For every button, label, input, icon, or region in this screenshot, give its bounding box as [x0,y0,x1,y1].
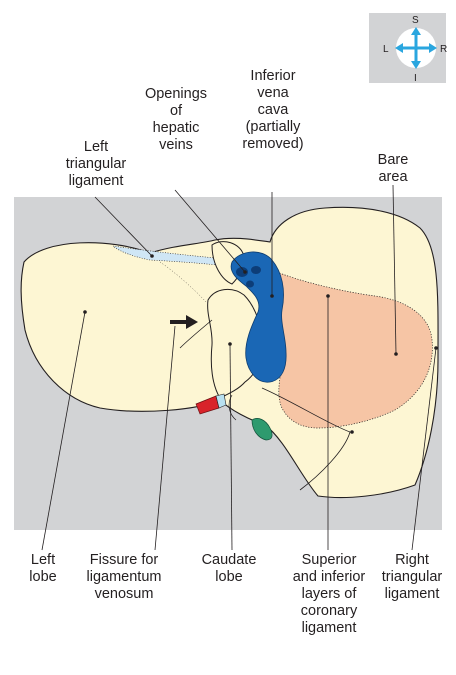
label-bare-area: Bare area [368,152,418,186]
compass-s: S [412,15,419,26]
compass-r: R [440,44,447,55]
label-fissure-ligamentum-venosum: Fissure for ligamentum venosum [76,552,172,603]
label-coronary-ligament-layers: Superior and inferior layers of coronary… [286,552,372,637]
label-left-triangular-ligament: Left triangular ligament [60,139,132,190]
orientation-compass: S L R I [369,13,447,84]
label-inferior-vena-cava: Inferior vena cava (partially removed) [233,68,313,153]
label-caudate-lobe: Caudate lobe [191,552,267,586]
label-openings-hepatic-veins: Openings of hepatic veins [134,86,218,154]
label-right-triangular-ligament: Right triangular ligament [373,552,451,603]
compass-i: I [414,73,417,84]
compass-l: L [383,44,389,55]
label-left-lobe: Left lobe [18,552,68,586]
